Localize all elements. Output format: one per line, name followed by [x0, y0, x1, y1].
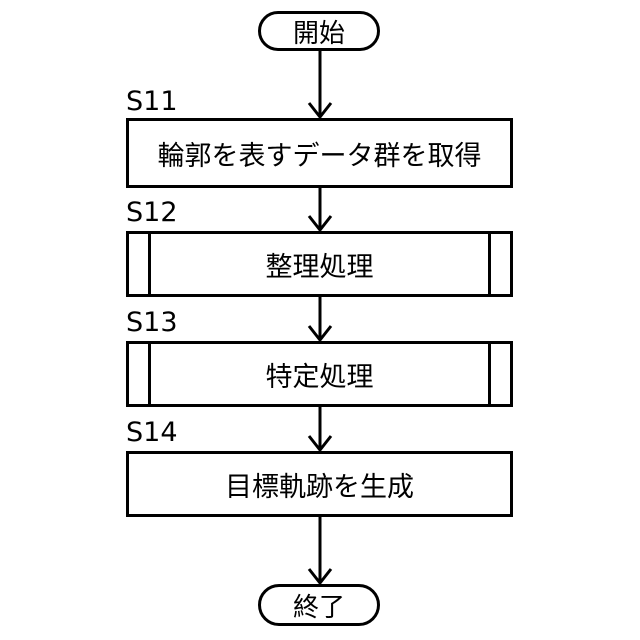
arrow-s12-to-s13 [307, 296, 333, 343]
process-label-s11: 輪郭を表すデータ群を取得 [157, 140, 482, 172]
step-id-s11: S11 [126, 86, 178, 117]
process-label-s13: 特定処理 [265, 361, 374, 393]
start-terminator: 開始 [258, 11, 380, 51]
predefined-process-left-bar [148, 234, 151, 294]
process-label-s12: 整理処理 [265, 251, 374, 283]
process-box-s14: 目標軌跡を生成 [126, 451, 513, 517]
predefined-process-right-bar [488, 234, 491, 294]
arrow-s13-to-s14 [307, 406, 333, 453]
step-id-s13: S13 [126, 307, 178, 338]
predefined-process-box-s12: 整理処理 [126, 231, 513, 297]
arrow-start-to-s11 [307, 50, 333, 120]
start-label: 開始 [292, 18, 345, 49]
predefined-process-right-bar [488, 344, 491, 404]
step-id-s14: S14 [126, 417, 178, 448]
end-label: 終了 [292, 592, 345, 623]
predefined-process-left-bar [148, 344, 151, 404]
process-label-s14: 目標軌跡を生成 [225, 471, 414, 503]
process-box-s11: 輪郭を表すデータ群を取得 [126, 118, 513, 188]
end-terminator: 終了 [258, 584, 380, 626]
arrow-s14-to-end [307, 517, 333, 586]
step-id-s12: S12 [126, 197, 178, 228]
predefined-process-box-s13: 特定処理 [126, 341, 513, 407]
arrow-s11-to-s12 [307, 188, 333, 233]
